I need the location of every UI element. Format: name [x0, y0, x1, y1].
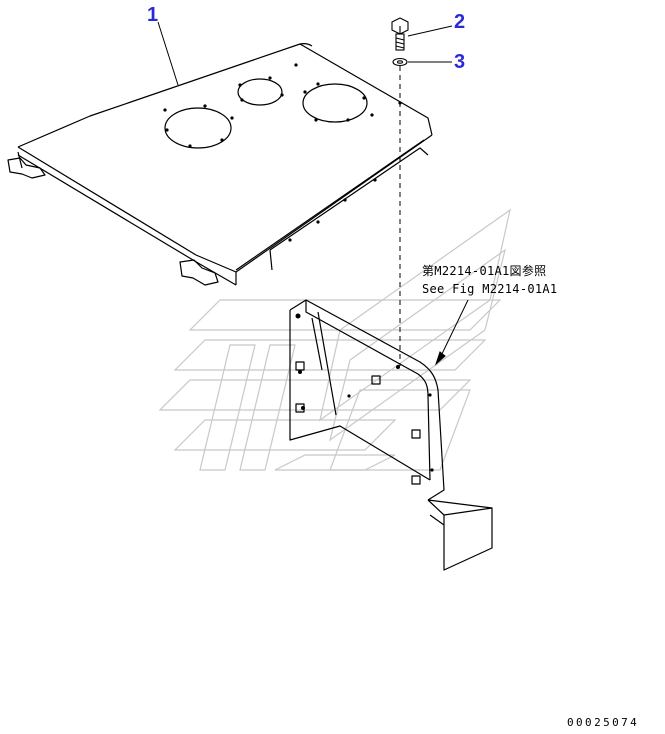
reference-arrow	[434, 299, 469, 366]
leader-line-2	[407, 25, 453, 37]
washer-icon	[392, 57, 408, 67]
callout-number-2: 2	[454, 11, 466, 33]
cover-panel	[7, 43, 433, 286]
callout-number-3: 3	[454, 51, 466, 73]
bracket-frame	[289, 299, 493, 571]
reference-note-jp: 第M2214-01A1図参照	[422, 264, 547, 278]
callout-number-1: 1	[147, 4, 159, 26]
watermark-logo	[158, 208, 511, 471]
reference-note-en: See Fig M2214-01A1	[422, 282, 558, 296]
leader-line-1	[157, 21, 179, 86]
drawing-number: 00025074	[567, 716, 640, 729]
bolt-icon	[391, 17, 409, 51]
